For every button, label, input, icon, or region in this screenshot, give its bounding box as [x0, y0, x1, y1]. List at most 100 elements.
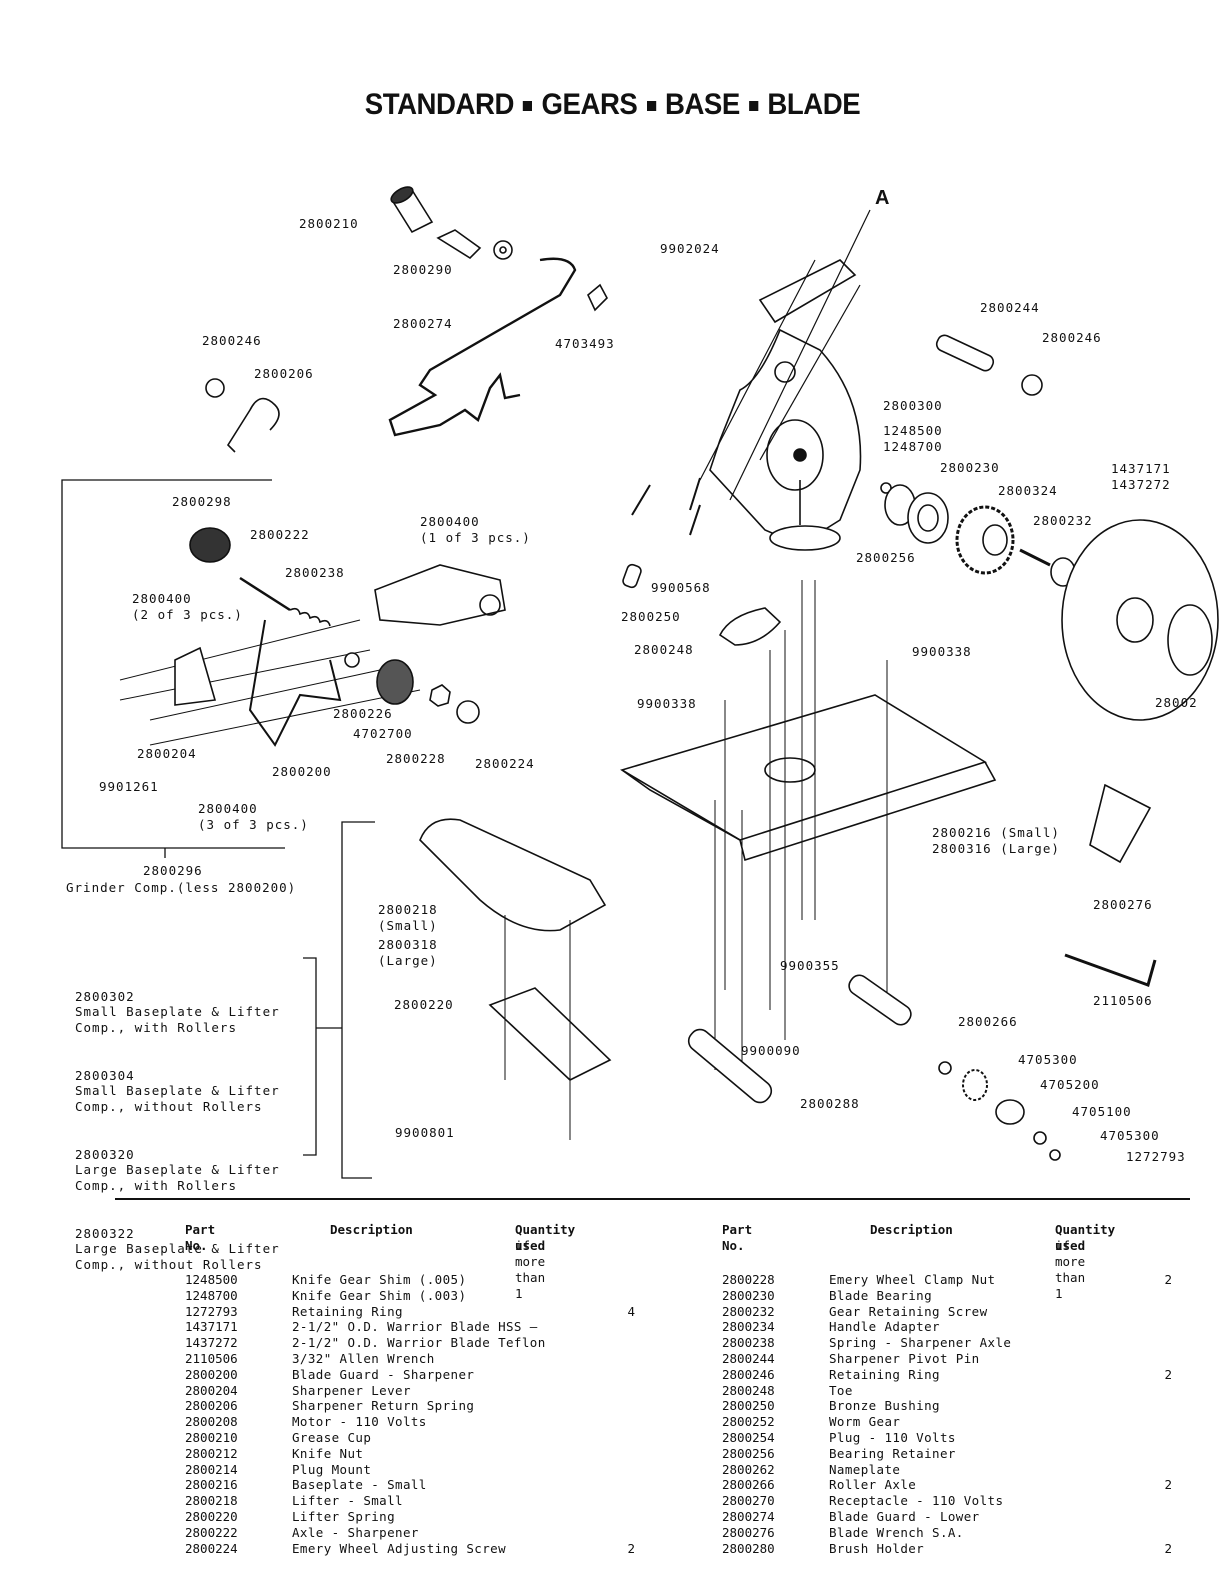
header-description: Description: [870, 1222, 953, 1237]
description-cell: Blade Bearing: [829, 1287, 933, 1303]
header-quantity-line2: if more than 1: [1055, 1238, 1086, 1301]
part-number-cell: 2800212: [185, 1445, 238, 1461]
callout-2800232: 2800232: [1033, 513, 1093, 528]
bullet-separator-icon: [523, 101, 533, 112]
description-cell: Knife Nut: [292, 1445, 364, 1461]
description-cell: Knife Gear Shim (.003): [292, 1287, 467, 1303]
description-cell: Handle Adapter: [829, 1319, 940, 1335]
callout-2800222: 2800222: [250, 527, 310, 542]
callout-9900355: 9900355: [780, 958, 840, 973]
assembly-part-no: 2800302: [75, 988, 135, 1004]
part-number-cell: 2800244: [722, 1350, 775, 1366]
callout-2800288: 2800288: [800, 1096, 860, 1111]
axle-spring-icon: [289, 607, 331, 627]
callout-1248500: 1248500: [883, 423, 943, 438]
callout-2800250: 2800250: [621, 609, 681, 624]
callout-2800324: 2800324: [998, 483, 1058, 498]
callout-1437272: 1437272: [1111, 477, 1171, 492]
description-cell: Worm Gear: [829, 1414, 901, 1430]
callout-2800200: 2800200: [272, 764, 332, 779]
part-number-cell: 2800270: [722, 1493, 775, 1509]
clip-4703493-icon: [587, 283, 608, 312]
header-quantity-line1: Quantity used: [1055, 1222, 1116, 1253]
pivot-pin-icon: [935, 334, 995, 372]
description-cell: Blade Guard - Lower: [829, 1508, 980, 1524]
part-number-cell: 2800208: [185, 1414, 238, 1430]
description-cell: Bearing Retainer: [829, 1445, 956, 1461]
callout-2110506: 2110506: [1093, 993, 1153, 1008]
callout-2800276: 2800276: [1093, 897, 1153, 912]
part-number-cell: 2800228: [722, 1272, 775, 1287]
callout-9900090: 9900090: [741, 1043, 801, 1058]
assembly-desc: Comp., without Rollers: [75, 1099, 263, 1115]
description-cell: Retaining Ring: [829, 1366, 940, 1382]
callout-2800296: 2800296: [143, 863, 203, 878]
part-number-cell: 2800262: [722, 1461, 775, 1477]
lifter-icon: [419, 818, 607, 932]
callout-9900338-left: 9900338: [637, 696, 697, 711]
part-number-cell: 2800250: [722, 1398, 775, 1414]
part-number-cell: 2800216: [185, 1477, 238, 1493]
callout-2800246-left: 2800246: [202, 333, 262, 348]
quantity-cell: 2: [627, 1540, 635, 1556]
bullet-separator-icon: [749, 101, 759, 112]
part-number-cell: 2800276: [722, 1524, 775, 1540]
emery-wheel-icon: [189, 527, 231, 563]
blade-wrench-icon: [1089, 783, 1152, 864]
lifter-spring-plate-icon: [488, 987, 612, 1081]
adjusting-screw-icon: [456, 700, 480, 724]
description-cell: Emery Wheel Clamp Nut: [829, 1272, 996, 1287]
description-cell: Brush Holder: [829, 1540, 925, 1556]
assembly-part-no: 2800320: [75, 1146, 135, 1162]
callout-2800298: 2800298: [172, 494, 232, 509]
callout-9900338-right: 9900338: [912, 644, 972, 659]
part-number-cell: 2800206: [185, 1398, 238, 1414]
part-number-cell: 2110506: [185, 1350, 238, 1366]
callout-4705200: 4705200: [1040, 1077, 1100, 1092]
roller-icon: [687, 1028, 773, 1104]
description-cell: 2-1/2" O.D. Warrior Blade Teflon: [292, 1335, 546, 1351]
callout-4705100: 4705100: [1072, 1104, 1132, 1119]
part-number-cell: 2800214: [185, 1461, 238, 1477]
callout-2800400-2: 2800400: [132, 591, 192, 606]
callout-2800220: 2800220: [394, 997, 454, 1012]
callout-2800256: 2800256: [856, 550, 916, 565]
description-cell: Toe: [829, 1382, 853, 1398]
part-number-cell: 2800222: [185, 1524, 238, 1540]
description-cell: Sharpener Pivot Pin: [829, 1350, 980, 1366]
callout-2800230: 2800230: [940, 460, 1000, 475]
title-standard: STANDARD: [364, 88, 515, 121]
description-cell: 3/32" Allen Wrench: [292, 1350, 435, 1366]
callout-2800210: 2800210: [299, 216, 359, 231]
assembly-guide-lines: [714, 580, 888, 1080]
part-number-cell: 2800256: [722, 1445, 775, 1461]
description-cell: 2-1/2" O.D. Warrior Blade HSS —: [292, 1319, 538, 1335]
callout-28002-partial: 28002: [1155, 695, 1198, 710]
callout-4703493: 4703493: [555, 336, 615, 351]
callout-1437171: 1437171: [1111, 461, 1171, 476]
description-cell: Motor - 110 Volts: [292, 1414, 427, 1430]
callout-2800274: 2800274: [393, 316, 453, 331]
description-cell: Baseplate - Small: [292, 1477, 427, 1493]
callout-2800400-3: 2800400: [198, 801, 258, 816]
emery-wheel-2-icon: [376, 659, 414, 705]
part-number-cell: 2800266: [722, 1477, 775, 1493]
assembly-desc: Comp., with Rollers: [75, 1178, 237, 1194]
callout-2800206: 2800206: [254, 366, 314, 381]
part-number-cell: 1437272: [185, 1335, 238, 1351]
callout-2800300: 2800300: [883, 398, 943, 413]
description-cell: Lifter Spring: [292, 1508, 396, 1524]
section-marker: A: [875, 187, 890, 209]
sharpener-arm-icon: [119, 564, 506, 747]
callout-2800266: 2800266: [958, 1014, 1018, 1029]
callout-4702700: 4702700: [353, 726, 413, 741]
part-number-cell: 1437171: [185, 1319, 238, 1335]
part-number-cell: 2800248: [722, 1382, 775, 1398]
description-cell: Roller Axle: [829, 1477, 917, 1493]
callout-2800216: 2800216 (Small): [932, 825, 1060, 840]
quantity-cell: 2: [1164, 1540, 1172, 1556]
description-cell: Lifter - Small: [292, 1493, 403, 1509]
callout-2800318: 2800318: [378, 937, 438, 952]
part-number-cell: 1248500: [185, 1272, 238, 1287]
